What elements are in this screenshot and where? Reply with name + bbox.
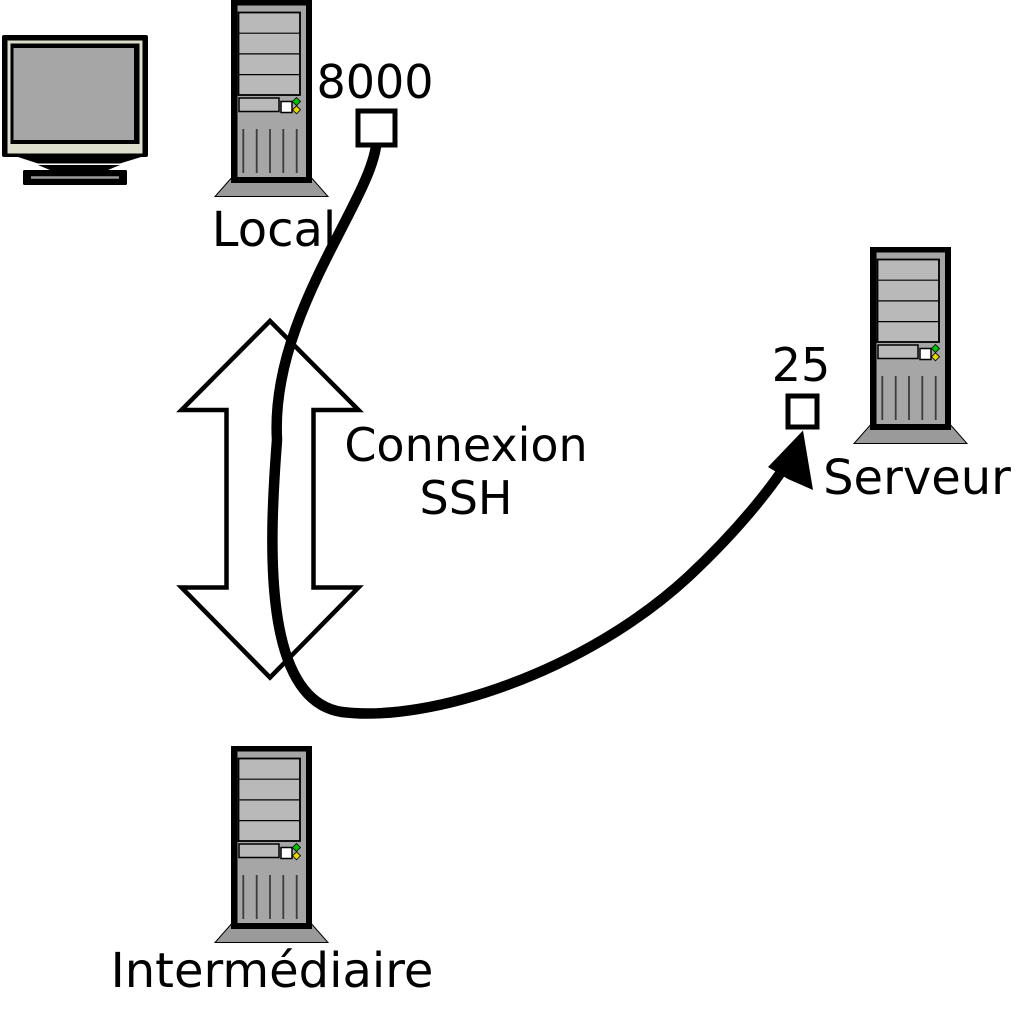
intermediate-tower-icon	[214, 745, 329, 944]
monitor-neck-lower	[38, 165, 120, 170]
local-label: Local	[211, 202, 337, 258]
port-25-box	[785, 393, 820, 430]
monitor-screen	[13, 48, 134, 140]
tunnel-arrowhead-icon	[768, 430, 813, 490]
server-tower-icon	[853, 246, 968, 445]
monitor-neck-upper	[18, 157, 141, 164]
connection-label-line1: Connexion	[344, 418, 588, 472]
server-label: Serveur	[823, 450, 1011, 506]
connection-label-line2: SSH	[419, 471, 513, 525]
port-8000-box	[355, 108, 398, 148]
local-tower-icon	[214, 0, 329, 198]
port-8000-label: 8000	[316, 55, 434, 109]
connection-ssh-label: Connexion SSH	[344, 419, 587, 525]
intermediate-label: Intermédiaire	[110, 943, 434, 999]
tunnel-curve	[267, 145, 799, 719]
desktop-monitor-icon	[2, 35, 148, 185]
port-25-label: 25	[771, 338, 831, 392]
